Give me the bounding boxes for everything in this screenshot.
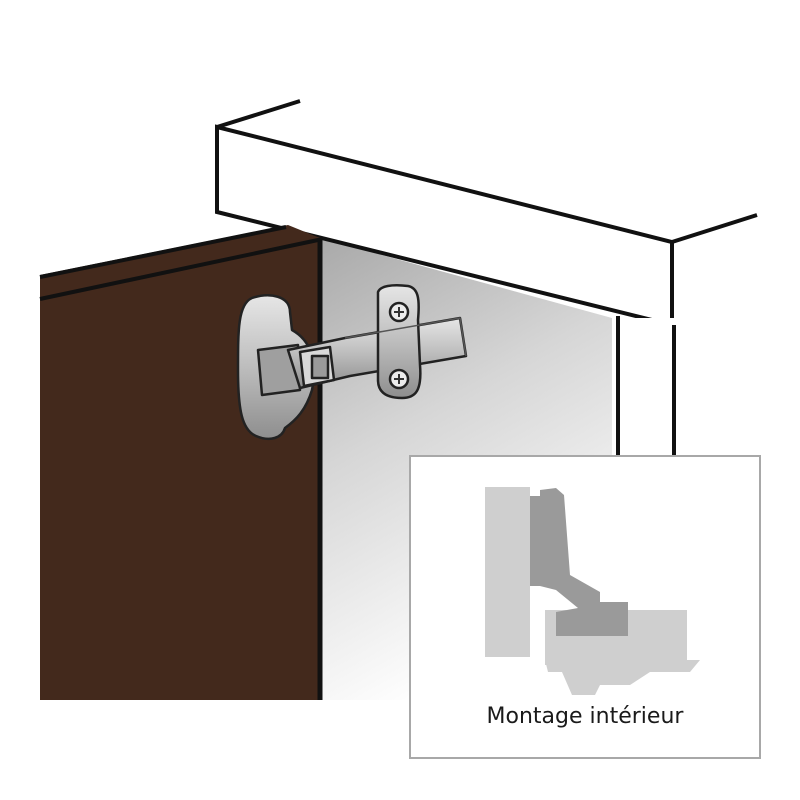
cabinet-side-panel — [616, 316, 676, 468]
hinge — [236, 284, 468, 440]
inset-caption: Montage intérieur — [486, 704, 684, 729]
hinge-mounting-plate — [376, 284, 422, 400]
mounting-type-inset — [409, 455, 761, 759]
inset-side-panel — [485, 487, 530, 657]
inset-hinge-arm — [540, 488, 628, 636]
